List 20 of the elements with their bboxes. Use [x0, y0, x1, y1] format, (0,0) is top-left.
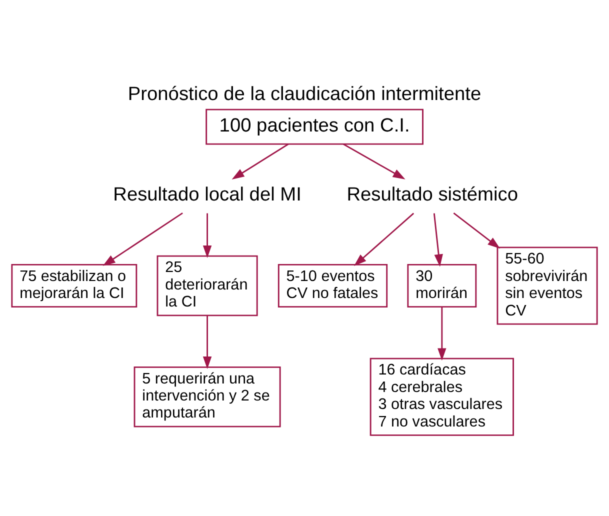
arrow: [453, 212, 500, 249]
node-text: Resultado local del MI: [113, 184, 302, 206]
diagram-title: Pronóstico de la claudicación intermitente: [128, 84, 482, 105]
node-box: 100 pacientes con C.I.: [206, 108, 424, 145]
node-text: Resultado sistémico: [346, 184, 518, 206]
node-box: 75 estabilizan o mejorarán la CI: [11, 264, 138, 308]
node-box: 25 deteriorarán la CI: [156, 255, 258, 316]
node-box: 30 morirán: [407, 264, 477, 308]
node-box: 55-60 sobrevivirán sin eventos CV: [496, 246, 598, 325]
arrow: [343, 144, 406, 180]
arrow: [438, 307, 446, 361]
node-box: 5-10 eventos CV no fatales: [278, 264, 388, 308]
arrow: [232, 144, 289, 180]
node-box: 5 requerirán una intervención y 2 se amputarán: [134, 366, 281, 428]
arrow: [433, 213, 443, 267]
arrow: [202, 213, 212, 258]
arrow: [354, 212, 414, 266]
arrow: [202, 316, 212, 369]
node-box: 16 cardíacas 4 cerebrales 3 otras vasculares 7 no vasculares: [370, 358, 514, 436]
arrow: [102, 212, 183, 266]
